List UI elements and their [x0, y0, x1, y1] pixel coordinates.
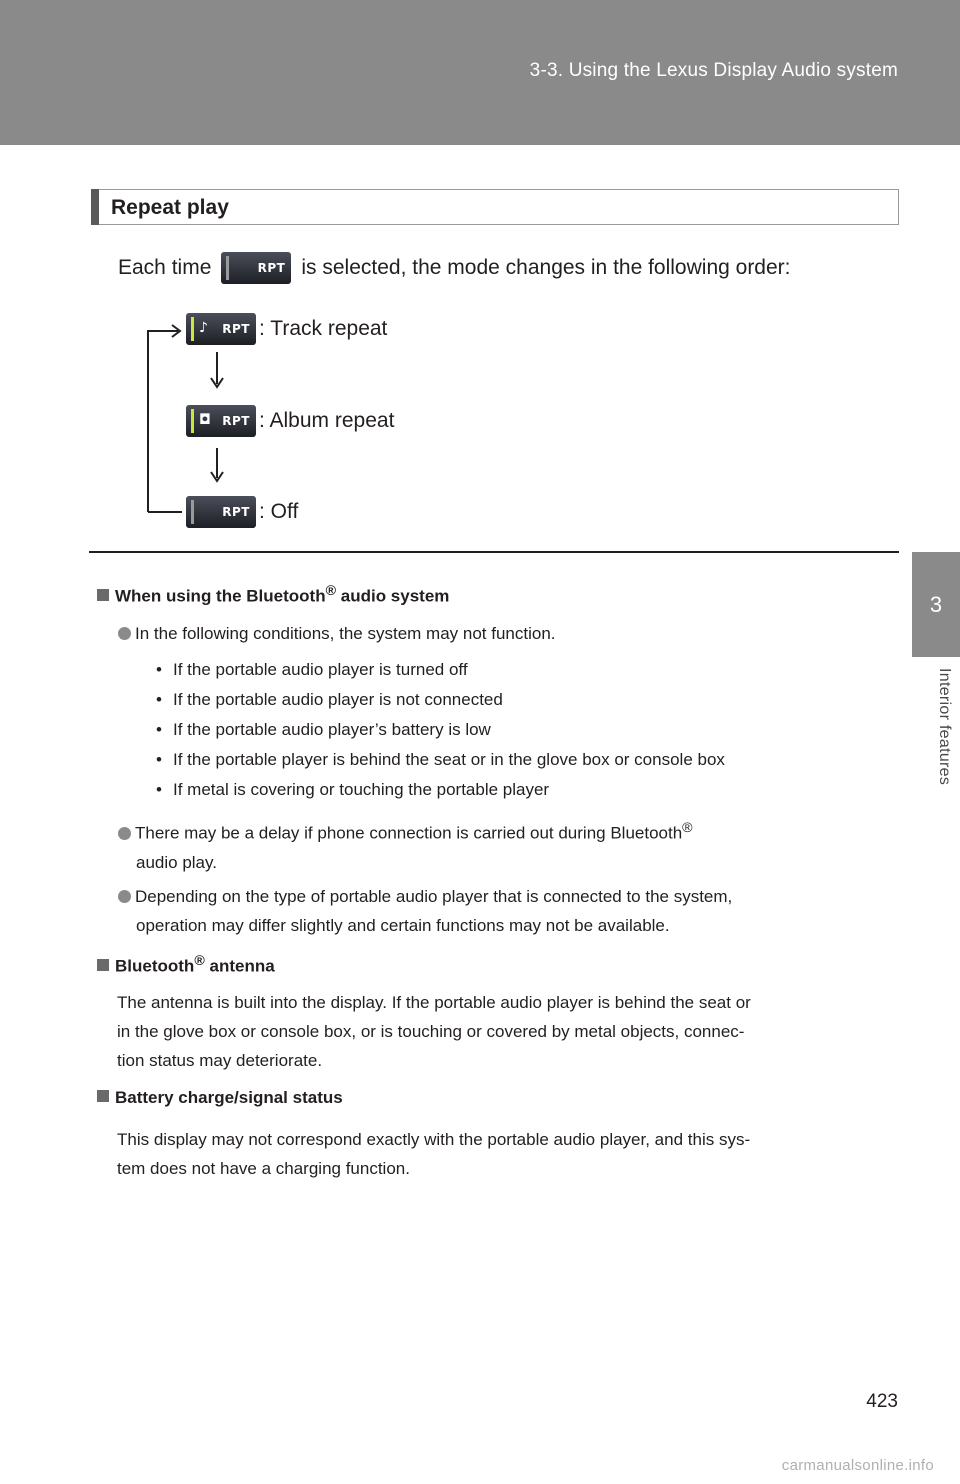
note-item-text: Depending on the type of portable audio …: [135, 887, 733, 906]
note-item-text: There may be a delay if phone connection…: [135, 823, 683, 843]
square-bullet-icon: [97, 958, 109, 971]
list-item: •If the portable player is behind the se…: [156, 750, 725, 769]
loop-arrow-line: [147, 330, 178, 512]
indicator-bar-on: [191, 409, 194, 433]
list-item: •If metal is covering or touching the po…: [156, 780, 550, 799]
indicator-bar: [226, 256, 230, 280]
round-bullet-icon: [118, 826, 131, 840]
list-item-text: If the portable audio player is turned o…: [173, 660, 468, 679]
loop-arrowhead: [171, 324, 182, 338]
rpt-button-icon: RPT: [221, 252, 292, 284]
album-icon: ◘: [199, 412, 211, 428]
rpt-label: RPT: [222, 322, 250, 336]
round-bullet-icon: [118, 627, 131, 640]
note-heading-battery: Battery charge/signal status: [97, 1088, 343, 1108]
sequence-album-repeat: ◘ RPT : Album repeat: [186, 405, 394, 437]
chapter-label: Interior features: [936, 668, 953, 786]
indicator-bar-on: [191, 317, 194, 341]
rpt-label: RPT: [222, 505, 250, 519]
sequence-off: RPT : Off: [186, 496, 298, 528]
list-item-text: If the portable player is behind the sea…: [173, 750, 725, 769]
paragraph-line: in the glove box or console box, or is t…: [117, 1022, 745, 1041]
note-item-3: Depending on the type of portable audio …: [118, 882, 888, 940]
track-repeat-description: : Track repeat: [259, 317, 388, 340]
repeat-off-button-icon: RPT: [186, 496, 256, 528]
heading-text: Bluetooth: [115, 956, 195, 976]
registered-mark: ®: [194, 953, 205, 969]
antenna-paragraph: The antenna is built into the display. I…: [117, 988, 751, 1075]
paragraph-line: The antenna is built into the display. I…: [117, 993, 751, 1012]
down-arrowhead-2: [210, 471, 224, 483]
round-bullet-icon: [118, 890, 131, 903]
list-item: •If the portable audio player is turned …: [156, 660, 468, 679]
list-item-text: If metal is covering or touching the por…: [173, 780, 550, 799]
section-heading-marker: [91, 189, 99, 225]
list-item-text: If the portable audio player is not conn…: [173, 690, 503, 709]
section-title: Repeat play: [111, 196, 229, 219]
square-bullet-icon: [97, 588, 109, 601]
note-heading-bluetooth-audio: When using the Bluetooth® audio system: [97, 583, 449, 607]
page-number: 423: [866, 1391, 898, 1412]
watermark: carmanualsonline.info: [781, 1457, 934, 1474]
list-item: •If the portable audio player is not con…: [156, 690, 503, 709]
note-heading-bluetooth-antenna: Bluetooth® antenna: [97, 953, 275, 977]
heading-text-end: audio system: [336, 586, 450, 606]
intro-text-after: is selected, the mode changes in the fol…: [301, 256, 791, 279]
paragraph-line: tion status may deteriorate.: [117, 1051, 323, 1070]
intro-sentence: Each time RPT is selected, the mode chan…: [118, 252, 791, 284]
heading-text-end: antenna: [204, 956, 275, 976]
album-repeat-button-icon: ◘ RPT: [186, 405, 256, 437]
music-note-icon: ♪: [199, 320, 208, 336]
section-header-title: 3-3. Using the Lexus Display Audio syste…: [529, 60, 898, 81]
registered-mark: ®: [682, 820, 693, 836]
note-item-2: There may be a delay if phone connection…: [118, 814, 886, 877]
chapter-number: 3: [929, 591, 943, 617]
list-item: •If the portable audio player’s battery …: [156, 720, 491, 739]
track-repeat-button-icon: ♪ RPT: [186, 313, 256, 345]
chapter-tab: 3: [912, 552, 960, 657]
intro-text-before: Each time: [118, 256, 212, 279]
down-arrowhead-1: [210, 377, 224, 389]
sequence-track-repeat: ♪ RPT : Track repeat: [186, 313, 387, 345]
heading-text: Battery charge/signal status: [115, 1088, 343, 1107]
paragraph-line: tem does not have a charging function.: [117, 1159, 410, 1178]
section-divider: [89, 551, 899, 553]
note-item-text: In the following conditions, the system …: [135, 624, 556, 643]
registered-mark: ®: [325, 583, 337, 599]
note-item-1: In the following conditions, the system …: [118, 619, 556, 648]
rpt-label: RPT: [257, 261, 286, 275]
rpt-label: RPT: [222, 414, 250, 428]
note-item-text-cont: operation may differ slightly and certai…: [136, 916, 670, 935]
heading-text: When using the Bluetooth: [115, 586, 326, 606]
square-bullet-icon: [97, 1090, 109, 1102]
section-heading-box: Repeat play: [91, 189, 899, 225]
list-item-text: If the portable audio player’s battery i…: [173, 720, 491, 739]
note-item-text-cont: audio play.: [136, 852, 217, 872]
indicator-bar: [191, 500, 194, 524]
paragraph-line: This display may not correspond exactly …: [117, 1130, 751, 1149]
off-description: : Off: [259, 500, 299, 523]
battery-paragraph: This display may not correspond exactly …: [117, 1125, 750, 1183]
header-band: 3-3. Using the Lexus Display Audio syste…: [0, 0, 960, 145]
album-repeat-description: : Album repeat: [259, 409, 395, 432]
